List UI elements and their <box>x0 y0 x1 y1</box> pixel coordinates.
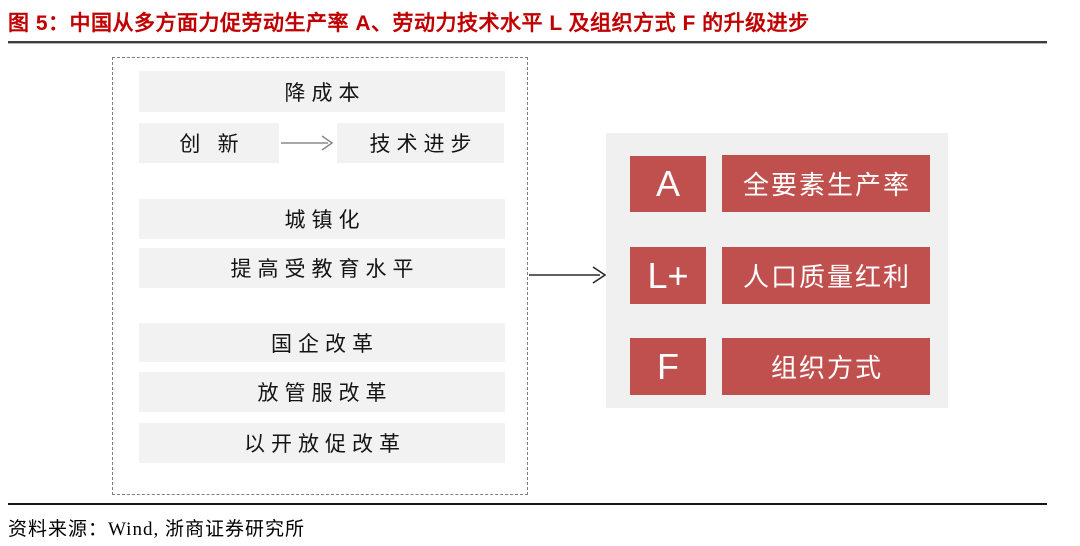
policy-item-urbanization: 城镇化 <box>139 199 505 239</box>
policy-group-box: 降成本 创 新 技术进步 城镇化 提高受教育水平 国企改革 放管服改革 以开放促… <box>112 57 528 495</box>
policy-to-output-arrow-icon <box>529 266 607 284</box>
policy-item-opening-reform: 以开放促改革 <box>139 423 505 463</box>
innovation-to-tech-arrow-icon <box>281 135 334 151</box>
source-note: 资料来源：Wind, 浙商证券研究所 <box>8 519 305 540</box>
policy-item-education: 提高受教育水平 <box>139 248 505 288</box>
policy-item-innovation: 创 新 <box>139 123 279 163</box>
policy-item-fangguanfu-reform: 放管服改革 <box>139 372 505 412</box>
output-symbol-f: F <box>630 338 706 395</box>
output-symbol-a: A <box>630 156 706 212</box>
policy-item-cost-reduction: 降成本 <box>139 71 505 112</box>
output-label-population-quality: 人口质量红利 <box>722 247 930 304</box>
source-divider <box>8 503 1047 505</box>
figure-title: 图 5：中国从多方面力促劳动生产率 A、劳动力技术水平 L 及组织方式 F 的升… <box>8 12 810 35</box>
output-panel: A 全要素生产率 L+ 人口质量红利 F 组织方式 <box>606 133 948 408</box>
output-label-tfp: 全要素生产率 <box>722 155 930 212</box>
output-label-organization: 组织方式 <box>722 338 930 395</box>
title-divider <box>8 41 1047 44</box>
policy-item-tech-progress: 技术进步 <box>337 123 504 163</box>
output-symbol-l-plus: L+ <box>630 247 706 304</box>
policy-item-soe-reform: 国企改革 <box>139 323 505 362</box>
